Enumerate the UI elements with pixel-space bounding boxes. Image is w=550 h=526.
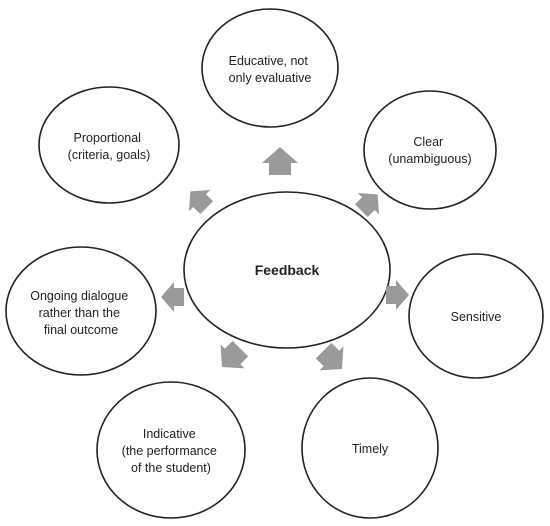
- node-sensitive-ellipse: [408, 253, 544, 379]
- node-sensitive-label: Sensitive: [451, 310, 502, 324]
- node-timely-ellipse: [301, 377, 439, 519]
- node-timely-label: Timely: [352, 442, 389, 456]
- node-clear-ellipse: [363, 90, 497, 210]
- arrow-to-sensitive: [386, 280, 409, 310]
- node-indicative-label: Indicative (the performance of the stude…: [122, 427, 221, 475]
- node-educative-ellipse: [201, 8, 339, 128]
- center-ellipse: [183, 191, 391, 349]
- node-clear-label: Clear (unambiguous): [388, 135, 471, 166]
- node-proportional-ellipse: [38, 86, 180, 204]
- node-ongoing-ellipse: [5, 246, 157, 376]
- arrow-to-clear: [354, 192, 380, 218]
- arrow-to-educative: [262, 147, 298, 175]
- node-indicative-ellipse: [96, 381, 246, 519]
- node-educative-label: Educative, not only evaluative: [229, 54, 312, 85]
- arrow-to-proportional: [188, 189, 214, 215]
- arrow-to-indicative: [220, 340, 249, 369]
- arrow-to-timely: [315, 342, 344, 371]
- arrow-to-ongoing: [161, 282, 184, 312]
- node-ongoing-label: Ongoing dialogue rather than the final o…: [30, 289, 131, 337]
- node-proportional-label: Proportional (criteria, goals): [68, 131, 151, 162]
- center-label: Feedback: [255, 262, 320, 278]
